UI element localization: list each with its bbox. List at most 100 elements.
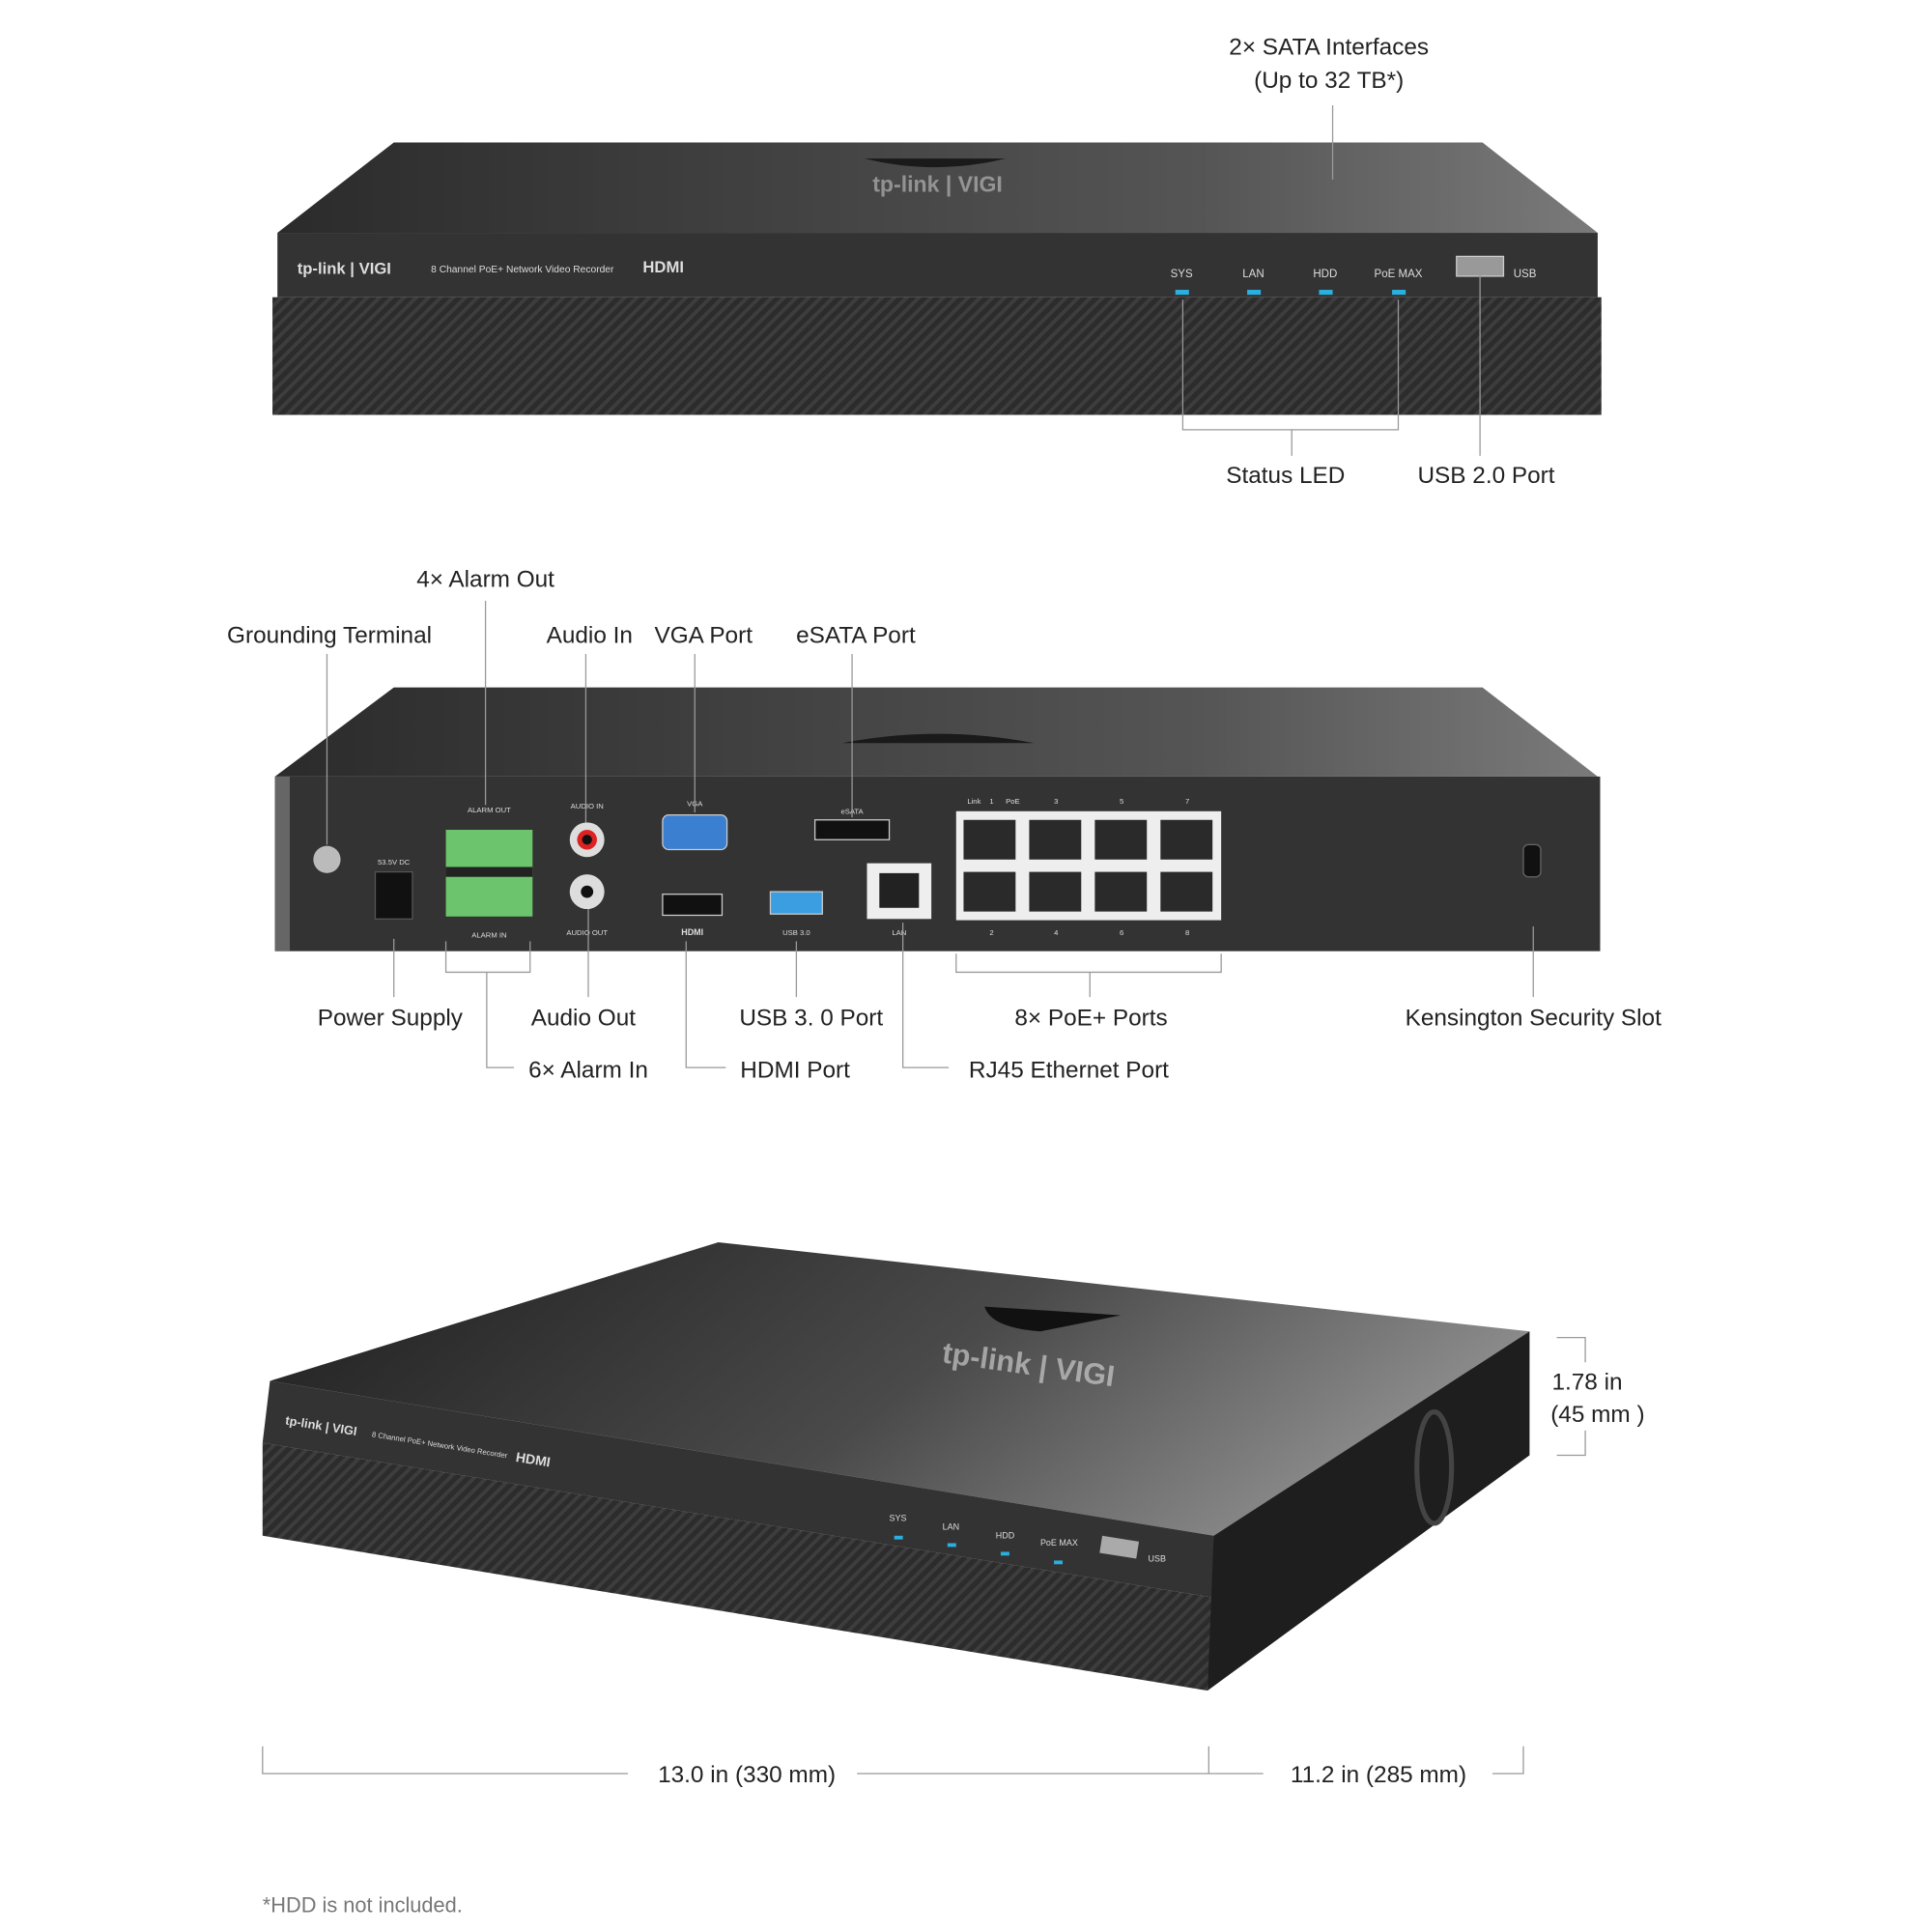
poe-label: 8 [1185,928,1189,937]
led-label-hdd: HDD [996,1530,1015,1540]
poe-port [1094,819,1148,860]
poe-label: 7 [1185,797,1189,806]
dimension-callouts: 1.78 in (45 mm ) 13.0 in (330 mm) 11.2 i… [262,1337,1645,1918]
led-poemax [1392,290,1406,296]
poe-port [1160,871,1213,912]
hdmi-label: HDMI [681,927,703,937]
poe-label: 4 [1054,928,1059,937]
led-lan [947,1543,956,1548]
callout-usb3: USB 3. 0 Port [739,1006,883,1032]
callout-alarm-in: 6× Alarm In [528,1057,648,1083]
poe-port [1029,871,1082,912]
poe-label: 6 [1120,928,1123,937]
led-hdd [1000,1551,1009,1556]
poe-port [963,871,1016,912]
callout-poe: 8× PoE+ Ports [1014,1006,1167,1032]
footnote: *HDD is not included. [263,1893,463,1918]
poe-port [963,819,1016,860]
callout-alarm-out: 4× Alarm Out [416,567,554,593]
front-hdmi-logo: HDMI [515,1449,552,1469]
front-hdmi-logo: HDMI [642,258,684,276]
callout-vga: VGA Port [654,622,753,648]
audio-in-label: AUDIO IN [571,802,604,810]
led-sys [1175,290,1189,296]
led-hdd [1319,290,1333,296]
callout-grounding: Grounding Terminal [227,622,432,648]
callout-sata-line1: 2× SATA Interfaces [1229,34,1429,60]
callout-audio-in: Audio In [547,622,633,648]
top-notch [841,733,1035,744]
rear-view-device: 53.5V DC ALARM OUT ALARM IN AUDIO IN AUD… [274,687,1601,952]
audio-out-label: AUDIO OUT [566,928,608,937]
dimension-height-mm: (45 mm ) [1550,1402,1644,1428]
poe-label: 1 [989,797,993,806]
esata-port [813,819,891,840]
status-leds: SYS LAN HDD PoE MAX [1171,269,1423,296]
poe-label: 5 [1120,797,1123,806]
poe-top-labels: Link 1 PoE 3 5 7 2 4 6 8 [967,797,1189,937]
alarm-in-label: ALARM IN [471,931,506,940]
callout-status-led: Status LED [1226,463,1345,489]
led-sys [894,1535,903,1540]
poe-port [1094,871,1148,912]
hdmi-port [662,894,724,917]
poe-ports [963,819,1213,912]
front-grille [272,297,1602,415]
leader-lines [326,600,853,845]
terminal-divider [445,867,533,877]
callout-hdmi: HDMI Port [740,1057,850,1083]
front-callouts: 2× SATA Interfaces (Up to 32 TB*) Status… [1181,34,1555,489]
front-panel [277,233,1598,298]
usb3-label: USB 3.0 [782,928,810,937]
led-poemax [1054,1560,1064,1565]
width-depth-dimension-lines [262,1746,1524,1775]
usb2-port [1456,255,1505,277]
poe-port [1029,819,1082,860]
front-brand: tp-link | VIGI [298,259,391,277]
device-top-surface [277,142,1598,234]
front-usb-label: USB [1514,269,1537,280]
alarm-out-label: ALARM OUT [468,806,511,814]
top-logo: tp-link | VIGI [872,172,1003,197]
callout-esata: eSATA Port [796,622,916,648]
power-jack [374,870,413,920]
leader-lines [393,909,1534,1068]
usb-label: USB [1149,1554,1166,1564]
led-label-lan: LAN [943,1521,959,1531]
led-label-hdd: HDD [1313,269,1337,280]
callout-rj45: RJ45 Ethernet Port [969,1057,1169,1083]
dimension-height-in: 1.78 in [1551,1370,1622,1396]
device-top-surface [270,1241,1530,1536]
led-label-poemax: PoE MAX [1040,1538,1078,1548]
front-view-device: tp-link | VIGI tp-link | VIGI 8 Channel … [272,142,1602,415]
height-dimension-line [1556,1337,1586,1457]
dc-label: 53.5V DC [378,858,411,867]
vga-port [662,813,728,851]
poe-label: PoE [1006,797,1020,806]
callout-usb2: USB 2.0 Port [1417,463,1554,489]
front-model: 8 Channel PoE+ Network Video Recorder [431,265,614,275]
top-notch [984,1306,1122,1332]
poe-port [1160,819,1213,860]
kensington-slot [1522,843,1542,878]
poe-label: Link [967,797,980,806]
dimension-width: 13.0 in (330 mm) [658,1762,836,1788]
rear-callouts: 4× Alarm Out Grounding Terminal Audio In… [227,567,1662,1084]
side-face [1208,1331,1530,1691]
callout-kensington: Kensington Security Slot [1406,1006,1662,1032]
poe-label: 3 [1054,797,1058,806]
usb3-port [769,891,823,915]
front-panel [262,1380,1214,1598]
dimension-depth: 11.2 in (285 mm) [1291,1762,1466,1788]
led-label-sys: SYS [1171,269,1193,280]
device-top-surface [274,687,1598,777]
usb-port [1099,1535,1140,1559]
led-label-sys: SYS [890,1513,907,1522]
perspective-device: tp-link | VIGI tp-link | VIGI 8 Channel … [262,1241,1530,1691]
top-notch [864,158,1007,168]
rear-panel-edge [274,776,291,952]
led-lan [1247,290,1262,296]
lan-label: LAN [892,928,906,937]
